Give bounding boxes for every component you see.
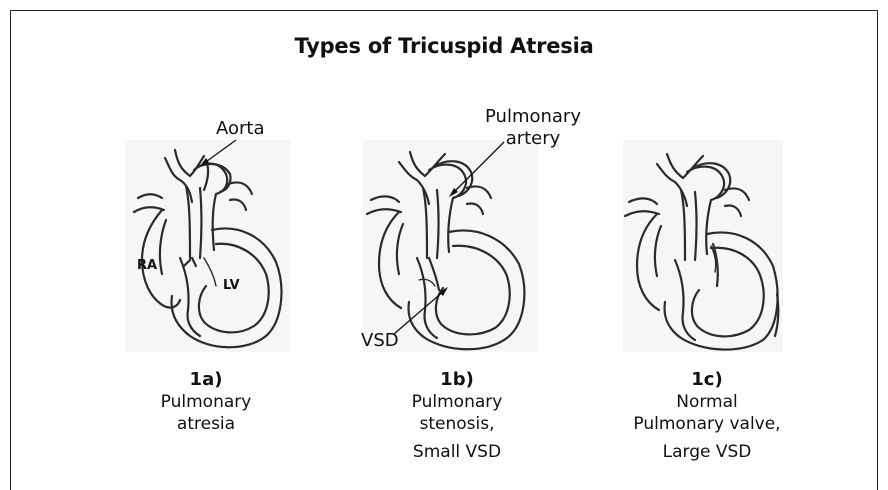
caption-1b-line: Small VSD [357,441,557,463]
caption-1b-line: stenosis, [357,413,557,435]
caption-1c-id: 1c) [607,369,807,391]
caption-1a: 1a) Pulmonary atresia [106,369,306,435]
caption-1c-line: Normal [607,391,807,413]
caption-1c: 1c) Normal Pulmonary valve, Large VSD [607,369,807,463]
caption-1a-id: 1a) [106,369,306,391]
caption-1b: 1b) Pulmonary stenosis, Small VSD [357,369,557,463]
caption-1b-line: Pulmonary [357,391,557,413]
caption-1c-line: Pulmonary valve, [607,413,807,435]
caption-1b-id: 1b) [357,369,557,391]
label-lv: LV [223,278,240,293]
caption-1c-line: Large VSD [607,441,807,463]
label-ra: RA [137,258,157,273]
caption-1a-line: atresia [106,413,306,435]
caption-1a-line: Pulmonary [106,391,306,413]
